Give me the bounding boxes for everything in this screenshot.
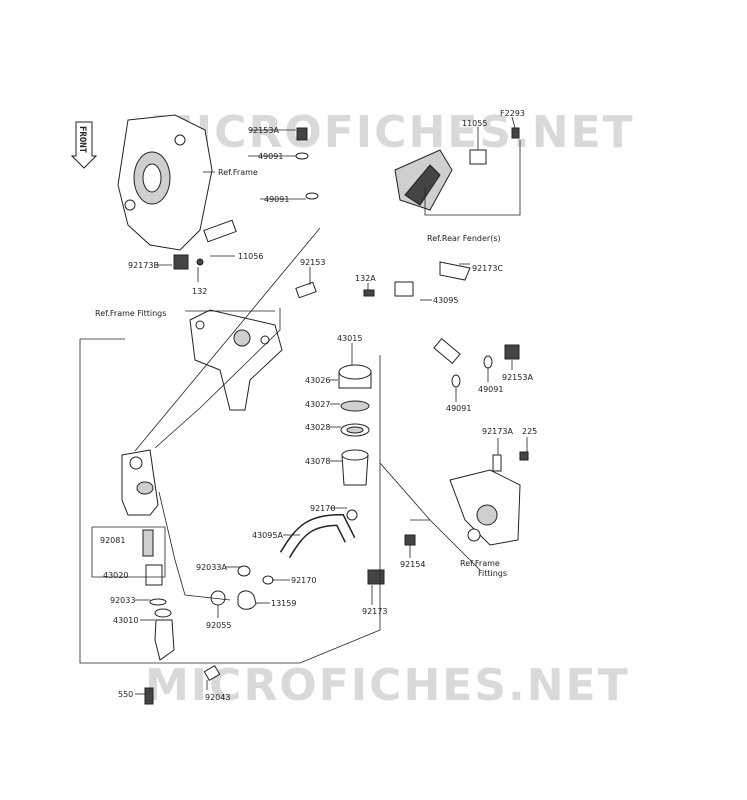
label-43010: 43010 <box>113 616 138 625</box>
top-bolt-assembly <box>295 127 319 200</box>
front-arrow-icon: FRONT <box>70 121 98 169</box>
label-11055: 11055 <box>462 119 487 128</box>
label-132: 132 <box>192 287 207 296</box>
clip-11055 <box>469 127 520 165</box>
watermark-bottom: MICROFICHES.NET <box>145 660 630 711</box>
label-ref-frame-fittings-bot2: Fittings <box>478 569 507 578</box>
label-ref-frame: Ref.Frame <box>218 168 258 177</box>
label-92153a-top: 92153A <box>248 126 279 135</box>
label-92173b: 92173B <box>128 261 159 270</box>
label-ref-frame-fittings-bot1: Ref.Frame <box>460 559 500 568</box>
part-labels: F2293 11055 92153A 49091 Ref.Frame 49091… <box>95 109 537 702</box>
bracket-92173c <box>363 261 471 297</box>
label-ref-rear-fender: Ref.Rear Fender(s) <box>427 234 501 243</box>
fitting-92153a <box>451 344 520 388</box>
label-43028: 43028 <box>305 423 330 432</box>
label-92173c: 92173C <box>472 264 503 273</box>
rear-fender-cover <box>394 149 453 211</box>
watermark-top: MICROFICHES.NET <box>150 107 635 158</box>
footrest-bracket <box>189 309 283 411</box>
leader-lines <box>79 116 528 695</box>
master-cylinder-left <box>121 449 221 705</box>
label-92033a: 92033A <box>196 563 227 572</box>
label-92055: 92055 <box>206 621 231 630</box>
label-225: 225 <box>522 427 537 436</box>
label-43095a: 43095A <box>252 531 283 540</box>
label-11056: 11056 <box>238 252 263 261</box>
label-43015: 43015 <box>337 334 362 343</box>
label-550: 550 <box>118 690 133 699</box>
label-49091-r: 49091 <box>478 385 503 394</box>
label-92033: 92033 <box>110 596 135 605</box>
label-f2293: F2293 <box>500 109 525 118</box>
label-49091-r2: 49091 <box>446 404 471 413</box>
label-ref-frame-fittings-top: Ref.Frame Fittings <box>95 309 166 318</box>
master-cylinder-right <box>404 451 529 546</box>
label-92173: 92173 <box>362 607 387 616</box>
reservoir-hose <box>279 513 356 559</box>
label-92043: 92043 <box>205 693 230 702</box>
frame-bracket <box>117 114 237 270</box>
label-92173a: 92173A <box>482 427 513 436</box>
bolt-92153 <box>295 281 317 299</box>
label-43078: 43078 <box>305 457 330 466</box>
label-132a: 132A <box>355 274 376 283</box>
label-43027: 43027 <box>305 400 330 409</box>
label-43026: 43026 <box>305 376 330 385</box>
label-92153: 92153 <box>300 258 325 267</box>
label-92154: 92154 <box>400 560 425 569</box>
label-92170-b: 92170 <box>291 576 316 585</box>
label-13159: 13159 <box>271 599 296 608</box>
label-92153a-r: 92153A <box>502 373 533 382</box>
label-43020: 43020 <box>103 571 128 580</box>
label-49091-top: 49091 <box>258 152 283 161</box>
reservoir-stack <box>338 364 372 521</box>
label-49091-mid: 49091 <box>264 195 289 204</box>
label-92170-a: 92170 <box>310 504 335 513</box>
upper-brake-hose <box>304 153 461 365</box>
label-43095: 43095 <box>433 296 458 305</box>
small-parts <box>210 565 385 610</box>
front-badge-label: FRONT <box>77 126 87 154</box>
label-92081: 92081 <box>100 536 125 545</box>
